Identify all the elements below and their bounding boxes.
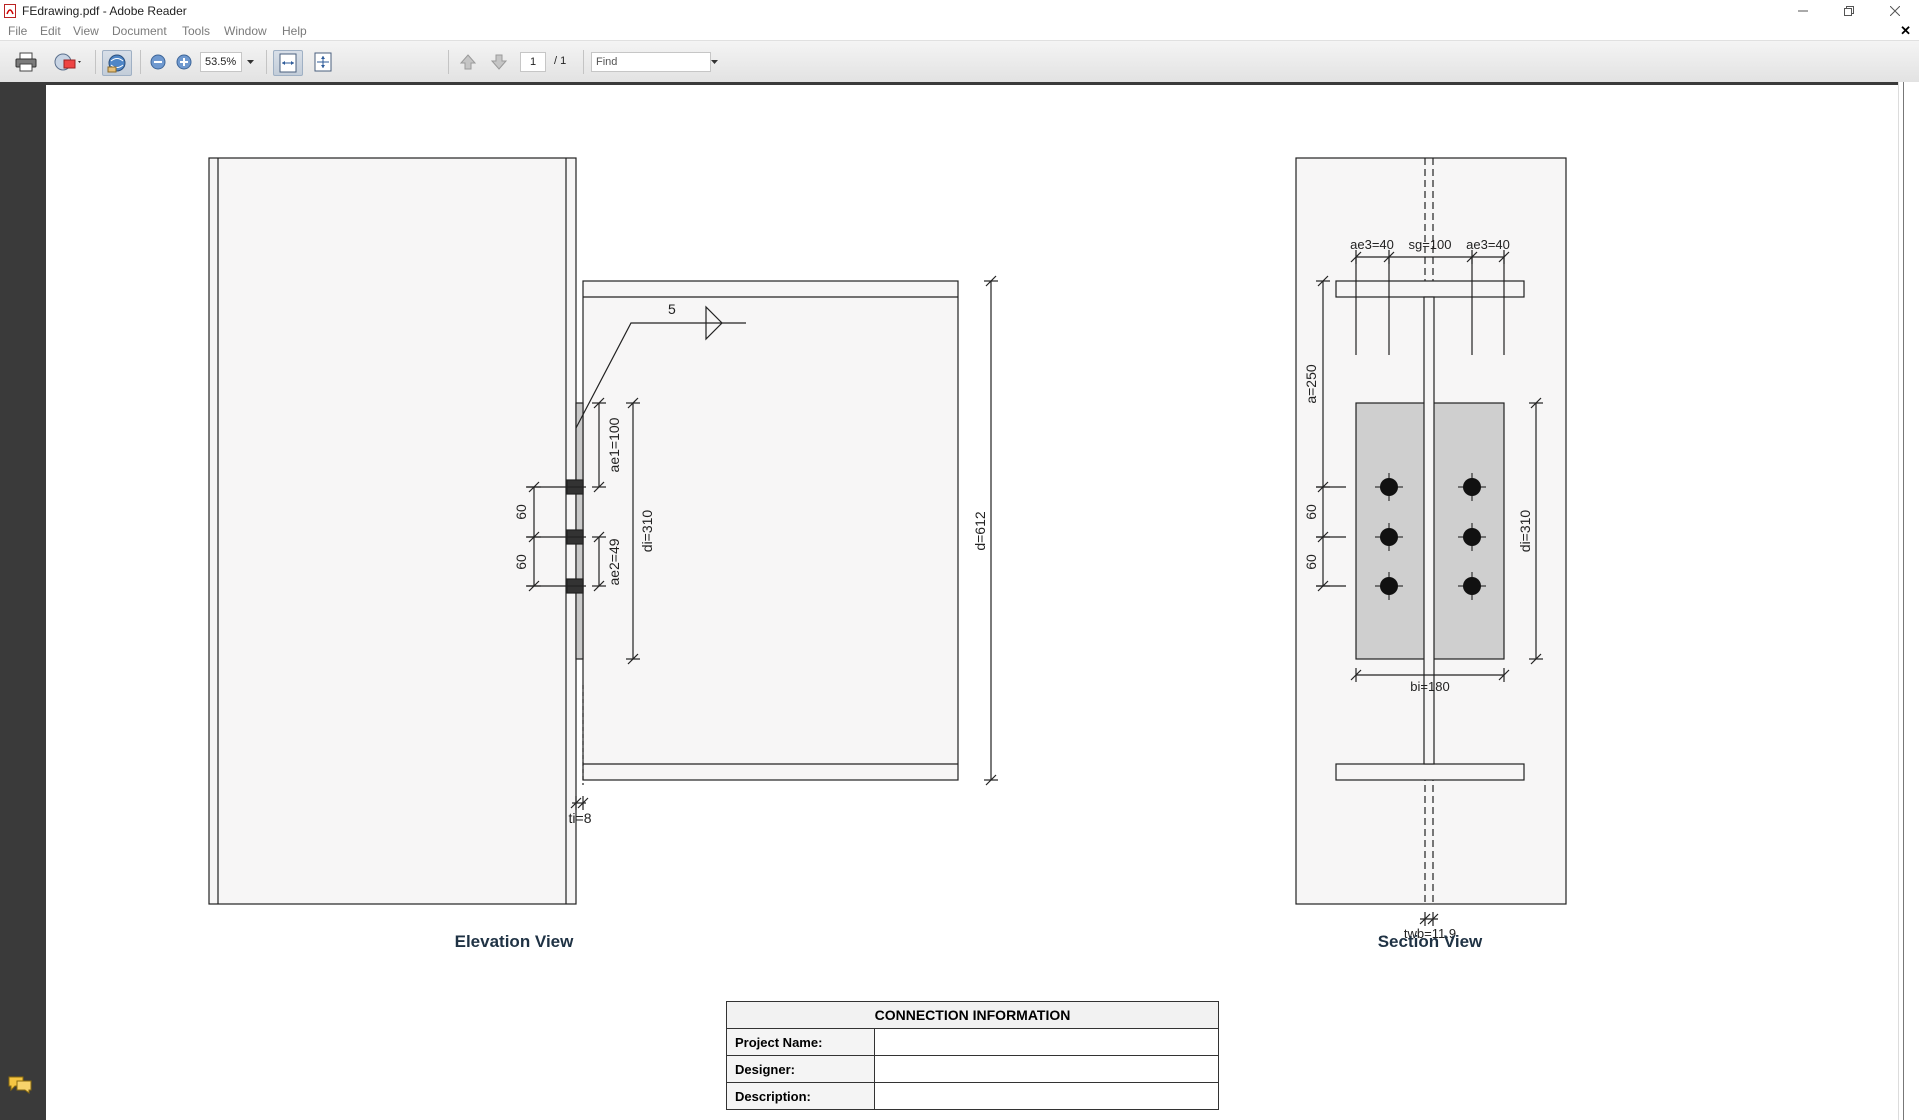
- pitch-label: 60: [1303, 504, 1319, 520]
- page-total: / 1: [554, 55, 567, 67]
- menu-tools[interactable]: Tools: [182, 24, 211, 38]
- page-number-field[interactable]: 1: [520, 52, 546, 72]
- printer-icon: [15, 52, 37, 72]
- connection-info-header: CONNECTION INFORMATION: [726, 1001, 1219, 1029]
- find-options-dropdown[interactable]: [707, 50, 721, 74]
- description-value: [874, 1082, 1219, 1110]
- menu-bar: File Edit View Document Tools Window Hel…: [0, 22, 1919, 40]
- restore-button[interactable]: [1826, 0, 1872, 22]
- description-label: Description:: [726, 1082, 875, 1110]
- fit-page-button[interactable]: [310, 50, 336, 74]
- pdf-file-icon: [4, 4, 16, 18]
- toolbar: 53.5% 1 / 1 Find: [0, 40, 1919, 84]
- close-document-button[interactable]: ✕: [1900, 23, 1911, 38]
- ae2-label: ae2=49: [606, 538, 622, 585]
- pitch-label: 60: [513, 504, 529, 520]
- arrow-up-icon: [459, 54, 477, 70]
- beam-outline: [582, 280, 959, 781]
- title-bar: FEdrawing.pdf - Adobe Reader: [0, 0, 1919, 22]
- zoom-in-button[interactable]: [174, 50, 194, 74]
- caret-down-icon: [710, 60, 718, 64]
- restore-icon: [1844, 6, 1854, 16]
- toolbar-separator: [95, 50, 96, 74]
- previous-page-button[interactable]: [457, 50, 479, 74]
- comments-icon[interactable]: [8, 1076, 32, 1094]
- zoom-in-icon: [176, 54, 192, 70]
- twb-label: twb=11.9: [1404, 926, 1456, 941]
- menu-window[interactable]: Window: [224, 24, 267, 38]
- zoom-level-field[interactable]: 53.5%: [200, 52, 242, 72]
- close-window-button[interactable]: [1872, 0, 1918, 22]
- menu-file[interactable]: File: [8, 24, 28, 38]
- zoom-dropdown[interactable]: [244, 50, 256, 74]
- connection-information-table: CONNECTION INFORMATION Project Name: Des…: [726, 1001, 1219, 1110]
- close-icon: [1890, 6, 1900, 16]
- a-label: a=250: [1303, 364, 1319, 404]
- technical-drawing: 5 60 60 ae1=100 ae2=49 di=310 d=612 ti=8…: [208, 157, 1567, 951]
- pitch-label: 60: [1303, 554, 1319, 570]
- menu-help[interactable]: Help: [282, 24, 307, 38]
- project-name-label: Project Name:: [726, 1028, 875, 1056]
- window-title: FEdrawing.pdf - Adobe Reader: [22, 4, 187, 18]
- pdf-page: 5 60 60 ae1=100 ae2=49 di=310 d=612 ti=8…: [46, 85, 1898, 1120]
- minimize-button[interactable]: [1780, 0, 1826, 22]
- table-row: Designer:: [726, 1055, 1219, 1083]
- project-name-value: [874, 1028, 1219, 1056]
- scrollbar-thumb[interactable]: [1903, 82, 1915, 1120]
- designer-value: [874, 1055, 1219, 1083]
- section-di-label: di=310: [1517, 510, 1533, 553]
- weld-symbol: [705, 305, 723, 341]
- toolbar-separator: [140, 50, 141, 74]
- bi-label: bi=180: [1410, 679, 1449, 694]
- fit-width-button[interactable]: [273, 50, 303, 76]
- toolbar-separator: [266, 50, 267, 74]
- print-button[interactable]: [12, 50, 40, 74]
- fit-width-icon: [279, 53, 297, 73]
- di-label: di=310: [639, 510, 655, 553]
- navigation-pane: [0, 82, 46, 1120]
- minimize-icon: [1798, 10, 1808, 12]
- fit-page-icon: [314, 52, 332, 72]
- toolbar-separator: [448, 50, 449, 74]
- arrow-down-icon: [490, 54, 508, 70]
- menu-view[interactable]: View: [73, 24, 99, 38]
- section-view-title: Section View: [1378, 932, 1483, 951]
- menu-edit[interactable]: Edit: [40, 24, 61, 38]
- ae3-right-label: ae3=40: [1466, 237, 1510, 252]
- zoom-out-icon: [150, 54, 166, 70]
- sg-label: sg=100: [1408, 237, 1451, 252]
- designer-label: Designer:: [726, 1055, 875, 1083]
- column-outline: [208, 157, 577, 905]
- beam-web: [1423, 296, 1435, 765]
- top-flange: [1335, 280, 1525, 298]
- next-page-button[interactable]: [488, 50, 510, 74]
- bolt-group: [1375, 473, 1486, 600]
- find-field[interactable]: Find: [591, 52, 711, 72]
- weld-leader: [575, 322, 746, 429]
- ae1-label: ae1=100: [606, 417, 622, 472]
- depth-label: d=612: [972, 511, 988, 551]
- hand-tool-button[interactable]: [102, 50, 132, 76]
- menu-document[interactable]: Document: [112, 24, 167, 38]
- ti-label: ti=8: [569, 810, 592, 826]
- elevation-view-title: Elevation View: [455, 932, 575, 951]
- caret-down-icon: [246, 60, 254, 64]
- ae3-left-label: ae3=40: [1350, 237, 1394, 252]
- table-row: Project Name:: [726, 1028, 1219, 1056]
- share-envelope-icon: [54, 53, 81, 71]
- bottom-flange: [1335, 763, 1525, 781]
- share-button[interactable]: [50, 50, 86, 74]
- weld-size-label: 5: [668, 301, 676, 317]
- toolbar-separator: [583, 50, 584, 74]
- zoom-out-button[interactable]: [148, 50, 168, 74]
- globe-hand-icon: [107, 54, 126, 73]
- table-row: Description:: [726, 1082, 1219, 1110]
- pitch-label: 60: [513, 554, 529, 570]
